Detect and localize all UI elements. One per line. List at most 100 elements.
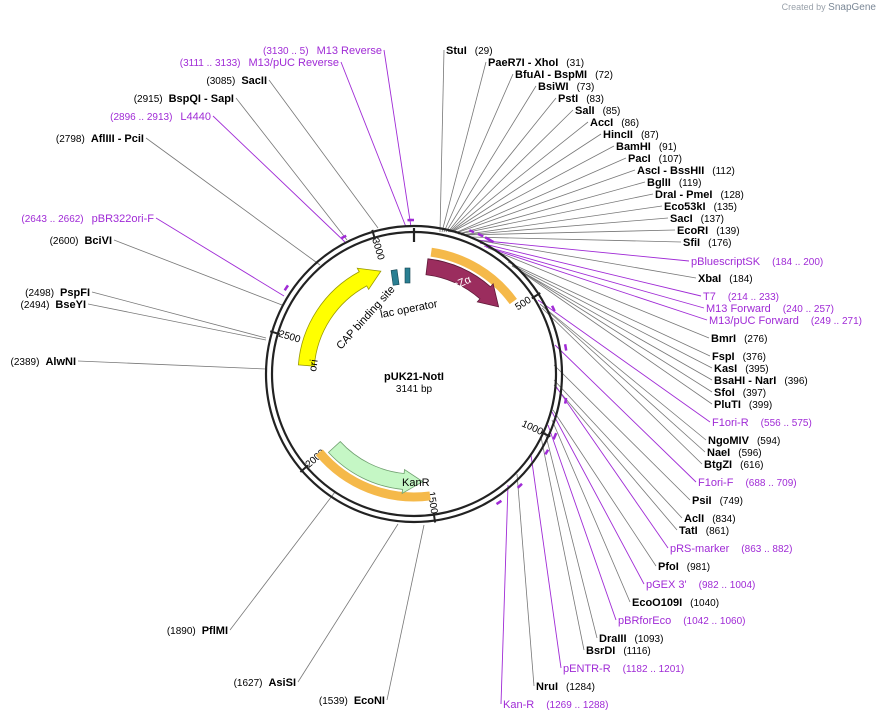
leader-line [544, 431, 598, 639]
label-position: (276) [744, 334, 767, 345]
restriction-site-label: AclI(834) [684, 513, 736, 525]
leader-line [212, 115, 346, 243]
label-position: (91) [659, 142, 677, 153]
label-position: (861) [706, 526, 729, 537]
leader-line [457, 181, 646, 235]
leader-line [512, 265, 713, 405]
label-name: pBR322ori-F [92, 213, 155, 225]
restriction-site-label: SfiI(176) [683, 237, 731, 249]
label-position: (73) [577, 82, 595, 93]
leader-line [462, 229, 676, 236]
restriction-site-label: PluTI(399) [714, 399, 772, 411]
leader-line [91, 291, 267, 339]
restriction-site-label: SfoI(397) [714, 387, 766, 399]
primer-label: T7(214 .. 233) [703, 291, 779, 303]
label-name: BspQI - SapI [169, 93, 234, 105]
label-position: (184) [729, 274, 752, 285]
label-name: Eco53kI [664, 201, 706, 213]
primer-mark [552, 432, 558, 440]
primer-label: F1ori-F(688 .. 709) [698, 477, 797, 489]
label-name: PsiI [692, 495, 712, 507]
label-name: BamHI [616, 141, 651, 153]
label-position: (688 .. 709) [745, 478, 796, 489]
primer-label: M13 Reverse(3130 .. 5) [263, 45, 382, 57]
label-position: (137) [701, 214, 724, 225]
label-position: (2798) [56, 134, 85, 145]
label-position: (596) [738, 448, 761, 459]
leader-line [554, 344, 697, 483]
primer-label: pBluescriptSK(184 .. 200) [691, 256, 823, 268]
leader-line [441, 61, 487, 233]
primer-label: pRS-marker(863 .. 882) [670, 543, 792, 555]
restriction-site-label: PsiI(749) [692, 495, 743, 507]
label-name: PluTI [714, 399, 741, 411]
primer-label: pENTR-R(1182 .. 1201) [563, 663, 684, 675]
lac-operator-box [404, 267, 411, 284]
label-position: (3130 .. 5) [263, 46, 309, 57]
primer-label: pGEX 3'(982 .. 1004) [646, 579, 755, 591]
restriction-site-label: BspQI - SapI(2915) [134, 93, 234, 105]
label-name: BseYI [55, 299, 86, 311]
label-position: (135) [714, 202, 737, 213]
leader-line [447, 97, 557, 233]
label-position: (112) [712, 166, 735, 177]
label-name: pBRforEco [618, 615, 671, 627]
restriction-site-label: BseYI(2494) [21, 299, 86, 311]
label-position: (29) [475, 46, 493, 57]
leader-line [455, 169, 636, 234]
label-name: NaeI [707, 447, 730, 459]
label-position: (1890) [167, 626, 196, 637]
label-name: EcoRI [677, 225, 708, 237]
restriction-site-label: BtgZI(616) [704, 459, 763, 471]
label-position: (1116) [623, 646, 650, 657]
label-position: (139) [716, 226, 739, 237]
label-position: (2389) [11, 357, 40, 368]
label-name: BglII [647, 177, 671, 189]
label-position: (863 .. 882) [741, 544, 792, 555]
restriction-site-label: StuI (29) [446, 45, 493, 57]
leader-line [155, 217, 285, 297]
restriction-site-label: SacI(137) [670, 213, 724, 225]
label-name: StuI [446, 45, 467, 57]
restriction-site-label: NgoMIV(594) [708, 435, 780, 447]
primer-label: F1ori-R(556 .. 575) [712, 417, 812, 429]
leader-line [229, 491, 336, 631]
leader-line [553, 384, 678, 531]
kanr-arrow [327, 440, 424, 495]
leader-line [145, 137, 321, 266]
leader-line [530, 454, 562, 669]
leader-line [458, 193, 654, 235]
tick-mark [432, 512, 437, 523]
leader-line [487, 247, 710, 339]
label-name: L4440 [180, 111, 211, 123]
leader-line [475, 239, 690, 262]
restriction-site-label: EcoNI(1539) [319, 695, 385, 707]
label-position: (395) [745, 364, 768, 375]
label-position: (594) [757, 436, 780, 447]
cap-binding-site-box [390, 269, 400, 286]
primer-mark [544, 449, 550, 456]
leader-line [479, 242, 702, 297]
restriction-site-label: PacI(107) [628, 153, 682, 165]
tick-label: 500 [513, 295, 533, 314]
leader-line [439, 49, 445, 233]
restriction-site-label: DraIII(1093) [599, 633, 663, 645]
label-name: EcoNI [354, 695, 385, 707]
leader-line [235, 97, 348, 241]
restriction-site-label: PflMI(1890) [167, 625, 228, 637]
label-position: (87) [641, 130, 659, 141]
label-name: Kan-R [503, 699, 534, 711]
label-name: PspFI [60, 287, 90, 299]
label-position: (1627) [234, 678, 263, 689]
leader-line [547, 424, 617, 621]
restriction-site-label: AlwNI(2389) [11, 356, 76, 368]
tick-label: 3000 [369, 237, 386, 262]
label-name: SacII [241, 75, 267, 87]
leader-line [383, 49, 412, 228]
label-name: DraIII [599, 633, 627, 645]
lacza-orange-band [430, 247, 517, 305]
primer-label: M13/pUC Reverse(3111 .. 3133) [180, 57, 339, 69]
leader-line [460, 205, 663, 236]
label-position: (1042 .. 1060) [683, 616, 745, 627]
restriction-site-label: SalI(85) [575, 105, 620, 117]
